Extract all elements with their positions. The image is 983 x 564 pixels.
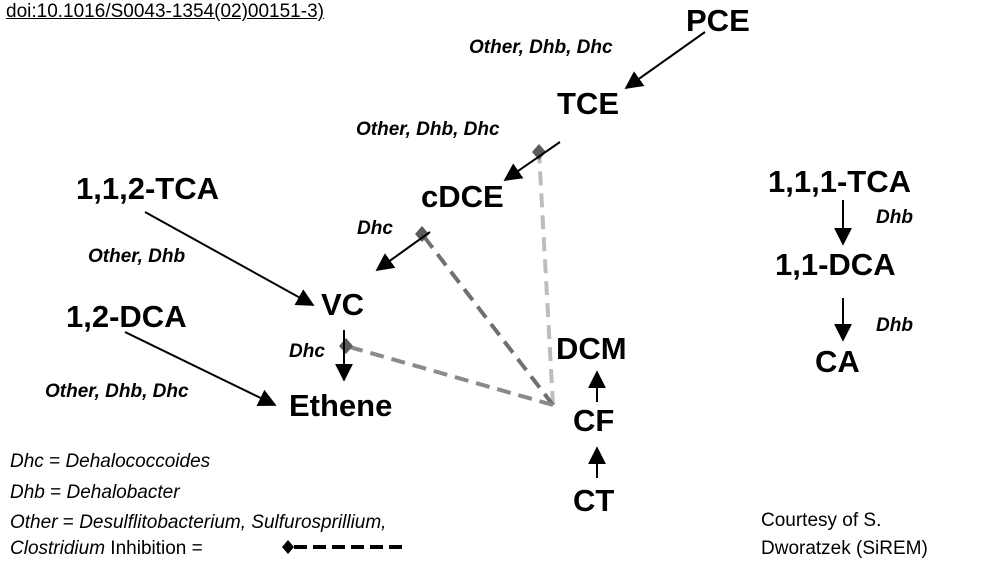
credit-line-2: Dworatzek (SiREM) <box>761 538 928 559</box>
legend-other-eq: = <box>57 512 80 533</box>
organisms-vc-ethene: Dhc <box>289 341 325 362</box>
compound-vc: VC <box>321 287 365 322</box>
arrow-dca12-ethene <box>124 331 277 407</box>
inhibition-marker-vc <box>339 338 353 354</box>
compound-ca: CA <box>815 344 860 379</box>
compound-cf: CF <box>573 403 615 438</box>
legend-dhb: Dhb = Dehalobacter <box>10 483 180 502</box>
compound-12-dca: 1,2-DCA <box>66 299 187 334</box>
inhibition-line-tce <box>537 151 555 406</box>
compound-ethene: Ethene <box>289 388 393 423</box>
legend-other-abbr: Other <box>10 512 58 533</box>
legend-dhb-full: Dehalobacter <box>66 482 180 503</box>
organisms-pce-tce: Other, Dhb, Dhc <box>469 37 613 58</box>
legend-dhb-eq: = <box>44 482 67 503</box>
compound-tce: TCE <box>557 86 619 121</box>
legend-clostridium-inhibition: Clostridium Inhibition = <box>10 539 208 558</box>
legend-dhb-abbr: Dhb <box>10 482 45 503</box>
arrow-tca112-vc <box>144 211 315 306</box>
compound-cdce: cDCE <box>421 179 504 214</box>
compound-pce: PCE <box>686 3 750 38</box>
inhibition-line-cdce <box>420 232 555 407</box>
inhibition-line-vc <box>345 344 554 407</box>
credit-line-1: Courtesy of S. <box>761 510 882 531</box>
legend-other-full: Desulflitobacterium, Sulfurosprillium, <box>79 512 387 533</box>
legend-dhc-full: Dehalococcoides <box>65 451 211 472</box>
inhibition-marker-tce <box>532 144 546 160</box>
legend-dhc-abbr: Dhc <box>10 451 44 472</box>
legend-dhc-eq: = <box>43 451 66 472</box>
legend-inhibition-label: Inhibition = <box>105 538 209 559</box>
compound-dcm: DCM <box>556 331 627 366</box>
citation-doi[interactable]: doi:10.1016/S0043-1354(02)00151-3) <box>6 1 324 22</box>
compound-112-tca: 1,1,2-TCA <box>76 171 219 206</box>
compound-111-tca: 1,1,1-TCA <box>768 164 911 199</box>
organisms-tce-cdce: Other, Dhb, Dhc <box>356 119 500 140</box>
arrow-pce-tce <box>624 31 706 90</box>
organisms-112tca-vc: Other, Dhb <box>88 246 186 267</box>
compound-ct: CT <box>573 483 615 518</box>
organisms-111tca-11dca: Dhb <box>876 207 913 228</box>
organisms-12dca-ethene: Other, Dhb, Dhc <box>45 381 189 402</box>
compound-11-dca: 1,1-DCA <box>775 247 896 282</box>
legend-dhc: Dhc = Dehalococcoides <box>10 452 210 471</box>
legend-clostridium: Clostridium <box>10 538 106 559</box>
legend-inhibition-marker <box>282 540 294 554</box>
organisms-11dca-ca: Dhb <box>876 315 913 336</box>
legend-other: Other = Desulflitobacterium, Sulfurospri… <box>10 513 386 532</box>
arrow-cdce-vc <box>375 231 431 272</box>
arrow-tce-cdce <box>503 141 561 182</box>
inhibition-marker-cdce <box>415 226 429 242</box>
organisms-cdce-vc: Dhc <box>357 218 393 239</box>
